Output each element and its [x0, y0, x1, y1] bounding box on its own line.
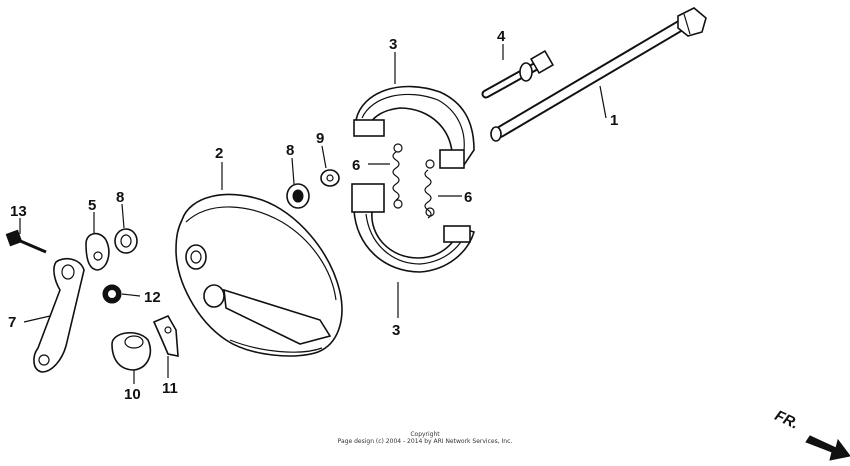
axle [490, 7, 707, 142]
callout-5: 5 [88, 197, 96, 214]
callout-10: 10 [124, 386, 141, 403]
spring-right [424, 159, 435, 219]
callout-6-left: 6 [352, 157, 360, 174]
bracket [152, 314, 179, 357]
seal-upper [286, 183, 310, 209]
direction-label: FR. [772, 407, 801, 433]
callout-4: 4 [497, 28, 506, 45]
brake-shoe-upper [353, 85, 475, 170]
seal-lower [114, 228, 138, 254]
callout-6-right: 6 [464, 189, 472, 206]
copyright-notice: Page design (c) 2004 - 2014 by ARI Netwo… [337, 438, 513, 445]
callout-1: 1 [610, 112, 618, 129]
washer-plate [85, 232, 110, 271]
direction-arrow-icon [805, 435, 850, 461]
brake-panel [175, 193, 343, 357]
callout-3-lower: 3 [392, 322, 400, 339]
brake-cam [481, 49, 555, 99]
spring-left [392, 143, 403, 209]
callout-2: 2 [215, 145, 223, 162]
wear-indicator [320, 169, 340, 187]
callout-labels: 1 2 3 3 4 5 6 6 7 8 8 9 10 11 12 13 [8, 28, 618, 403]
nut [102, 284, 122, 304]
cap-nut [111, 332, 152, 371]
brake-arm [33, 257, 85, 373]
callout-3-upper: 3 [389, 36, 397, 53]
leader-lines [19, 44, 607, 384]
bolt [5, 229, 47, 254]
callout-13: 13 [10, 203, 27, 220]
callout-9: 9 [316, 130, 324, 147]
copyright-title: Copyright [410, 431, 440, 438]
callout-11: 11 [162, 380, 178, 397]
callout-12: 12 [144, 289, 161, 306]
callout-8-lower: 8 [116, 189, 124, 206]
brake-shoe-lower [351, 183, 475, 273]
callout-7: 7 [8, 314, 16, 331]
callout-8-upper: 8 [286, 142, 294, 159]
